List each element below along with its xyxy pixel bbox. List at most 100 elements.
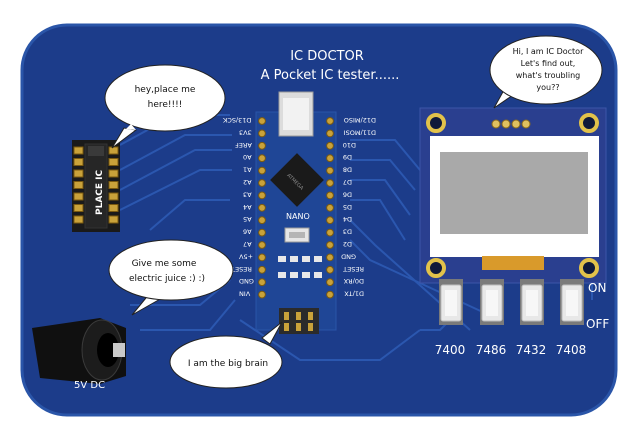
pin-label-left: A3 — [243, 190, 252, 198]
pin-label-right: D11/MOSI — [344, 128, 376, 136]
bubble-place-ic: hey,place me here!!!! — [104, 64, 226, 149]
pin-label-right: D1/TX — [344, 290, 364, 298]
pin-label-left: A6 — [243, 228, 252, 236]
board-subtitle: A Pocket IC tester...... — [261, 68, 400, 83]
socket-pin — [73, 204, 84, 212]
nano-pin-right — [326, 290, 334, 299]
nano-pin-right — [326, 191, 334, 200]
nano-pin-left — [258, 253, 266, 262]
oled-header-pins — [491, 119, 531, 129]
switch-on-label: ON — [588, 281, 606, 295]
pin-label-left: RESET — [231, 265, 252, 273]
nano-pcb — [255, 111, 337, 331]
pin-label-right: D0/RX — [343, 277, 364, 285]
pin-label-right: D10 — [343, 141, 356, 149]
nano-pin-left — [258, 191, 266, 200]
socket-pins — [73, 146, 119, 224]
nano-pin-right — [326, 117, 334, 125]
socket-pin — [73, 192, 84, 201]
pin-label-left: A0 — [243, 153, 252, 161]
nano-pin-right — [326, 141, 334, 150]
pin-label-right: D6 — [343, 190, 352, 198]
socket-pin — [108, 181, 119, 189]
bubble-brain: I am the big brain — [169, 321, 283, 389]
nano-pin-left — [258, 241, 266, 249]
button-label-7432: 7432 — [516, 343, 547, 357]
bubble-doctor-line3: what's troubling — [516, 71, 580, 80]
nano-pin-right — [326, 166, 334, 175]
button-label-7486: 7486 — [476, 343, 507, 357]
pin-label-right: D3 — [343, 228, 352, 236]
switch-off-label: OFF — [586, 317, 609, 331]
pin-label-left: A5 — [243, 215, 252, 223]
nano-pin-right — [326, 203, 334, 212]
socket-pin — [73, 215, 84, 224]
nano-pin-left — [258, 141, 266, 150]
pin-label-left: AREF — [235, 141, 252, 149]
pin-label-left: VIN — [239, 290, 250, 298]
pin-label-left: D13/SCK — [222, 116, 251, 124]
pin-label-left: A7 — [243, 240, 252, 248]
pin-label-right: D9 — [343, 153, 352, 161]
dc-jack[interactable] — [32, 318, 126, 384]
pin-label-right: D7 — [343, 178, 352, 186]
arduino-nano: ATMEGA NANO D13/SCK3V3AREFA0A1A2A3A4A5A6… — [222, 91, 376, 331]
push-buttons — [439, 279, 584, 325]
pin-label-right: D5 — [343, 203, 352, 211]
socket-pin — [73, 158, 84, 166]
test-button-7486[interactable] — [480, 279, 504, 325]
ic-socket[interactable]: PLACE IC — [72, 140, 120, 232]
pin-label-right: D12/MISO — [344, 116, 376, 124]
status-leds — [278, 256, 322, 278]
board-title: IC DOCTOR — [290, 49, 364, 64]
nano-pin-right — [326, 278, 334, 287]
bubble-place-ic-line2: here!!!! — [148, 100, 183, 110]
pin-label-right: GND — [341, 252, 356, 260]
test-button-7432[interactable] — [520, 279, 544, 325]
nano-pin-left — [258, 278, 266, 287]
pin-label-left: +5V — [238, 252, 253, 260]
pin-label-left: GND — [239, 277, 254, 285]
socket-pin — [108, 158, 119, 166]
icsp-header — [279, 308, 319, 334]
pin-label-right: RESET — [343, 265, 364, 273]
nano-pin-right — [326, 253, 334, 262]
bubble-doctor: Hi, I am IC Doctor Let's find out, what'… — [489, 35, 603, 109]
bubble-power-line2: electric juice :) :) — [129, 274, 205, 284]
pin-label-right: D2 — [343, 240, 352, 248]
pin-label-left: A2 — [243, 178, 252, 186]
bubble-doctor-line2: Let's find out, — [521, 59, 576, 68]
pin-label-left: 3V3 — [239, 128, 252, 136]
button-label-7400: 7400 — [435, 343, 466, 357]
nano-pin-left — [258, 166, 266, 175]
socket-label: PLACE IC — [95, 169, 105, 215]
pin-labels-left: D13/SCK3V3AREFA0A1A2A3A4A5A6A7+5VRESETGN… — [222, 116, 254, 298]
bubble-power-line1: Give me some — [132, 259, 197, 269]
bubble-brain-line1: I am the big brain — [188, 359, 268, 369]
nano-label: NANO — [286, 212, 310, 221]
nano-pin-right — [326, 228, 334, 237]
nano-pin-left — [258, 203, 266, 212]
bubble-power: Give me some electric juice :) :) — [108, 239, 234, 316]
socket-pin — [73, 169, 84, 178]
nano-pin-right — [326, 179, 334, 187]
test-button-7408[interactable] — [560, 279, 584, 325]
nano-pin-right — [326, 154, 334, 163]
nano-pin-right — [326, 129, 334, 138]
pin-label-left: A4 — [243, 203, 252, 211]
test-button-7400[interactable] — [439, 279, 463, 325]
button-label-7408: 7408 — [556, 343, 587, 357]
nano-pin-left — [258, 216, 266, 225]
nano-pin-right — [326, 265, 334, 274]
socket-pin — [108, 169, 119, 178]
oled-screen — [440, 152, 588, 234]
pin-label-right: D8 — [343, 166, 352, 174]
socket-pin — [73, 146, 84, 155]
pin-labels-right: D12/MISOD11/MOSID10D9D8D7D6D5D4D3D2GNDRE… — [341, 116, 376, 298]
nano-pin-left — [258, 290, 266, 299]
nano-pins-left — [258, 117, 266, 299]
bubble-doctor-line1: Hi, I am IC Doctor — [513, 47, 584, 56]
bubble-place-ic-line1: hey,place me — [135, 85, 196, 95]
